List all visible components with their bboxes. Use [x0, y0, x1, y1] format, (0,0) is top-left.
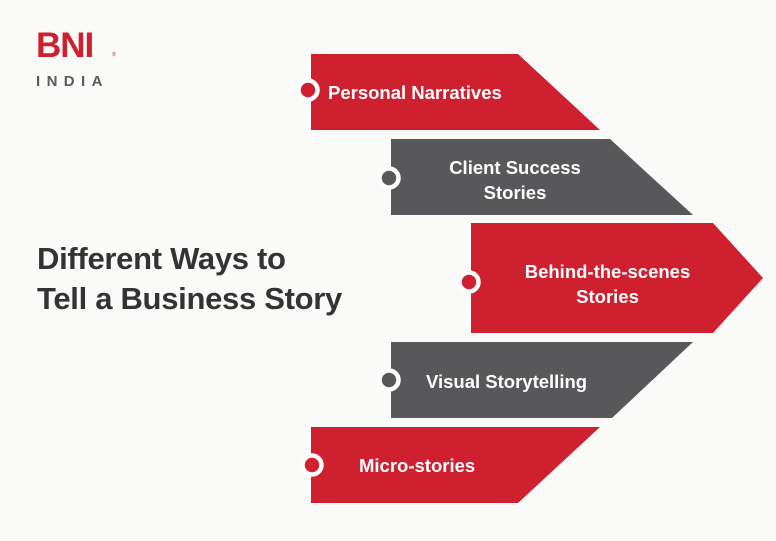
item-4-line-1: Visual Storytelling — [426, 371, 588, 392]
item-3-line-2: Stories — [576, 286, 639, 307]
item-5-label: Micro-stories — [359, 453, 475, 478]
item-2-line-1: Client Success — [449, 157, 581, 178]
registered-mark: ® — [112, 52, 116, 58]
title-line-2: Tell a Business Story — [37, 281, 342, 316]
circle-bullet-icon — [457, 270, 481, 294]
item-4-shape — [391, 342, 693, 418]
item-3-line-1: Behind-the-scenes — [524, 261, 691, 282]
logo-wordmark: BNI — [36, 26, 94, 65]
item-5-shape — [311, 427, 600, 503]
item-2-shape — [391, 139, 693, 215]
logo-region: INDIA — [36, 73, 109, 90]
item-5-line-1: Micro-stories — [359, 455, 476, 476]
circle-bullet-icon — [377, 166, 401, 190]
item-1-label: Personal Narratives — [328, 80, 502, 105]
item-2-line-2: Stories — [483, 182, 547, 203]
item-1-shape — [311, 54, 600, 130]
page-title: Different Ways to Tell a Business Story — [37, 239, 342, 319]
circle-bullet-icon — [296, 78, 320, 102]
item-3-label: Behind-the-scenes Stories — [500, 259, 715, 309]
circle-bullet-icon — [377, 368, 401, 392]
item-4-label: Visual Storytelling — [426, 369, 587, 394]
item-1-line-1: Personal Narratives — [328, 82, 502, 103]
title-line-1: Different Ways to — [37, 241, 286, 276]
item-3-shape — [471, 223, 763, 333]
circle-bullet-icon — [300, 453, 324, 477]
item-2-label: Client Success Stories — [420, 155, 610, 205]
